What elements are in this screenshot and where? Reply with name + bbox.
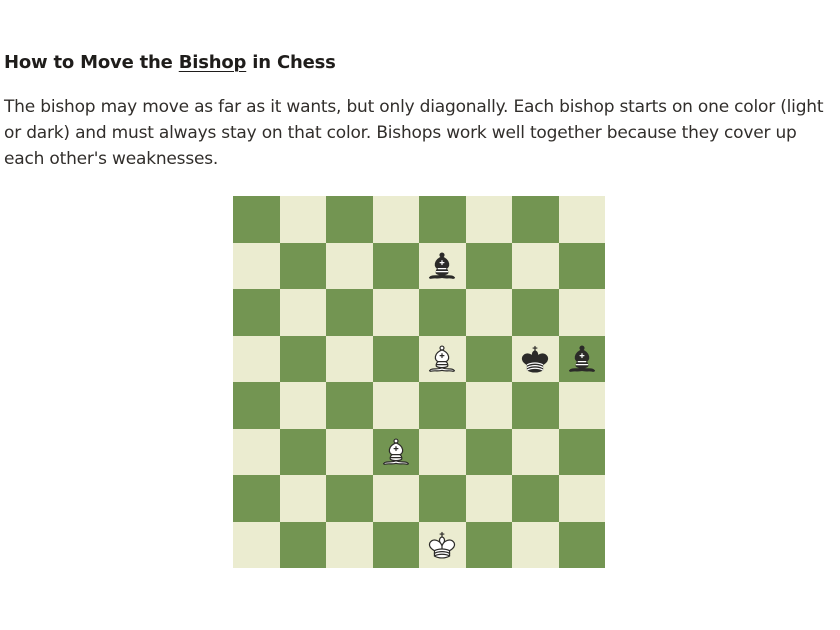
square-e8[interactable] <box>419 196 466 243</box>
square-f1[interactable] <box>465 521 512 568</box>
white-king-icon[interactable] <box>425 528 459 562</box>
square-e7[interactable] <box>419 242 466 289</box>
square-c6[interactable] <box>326 289 373 336</box>
square-g2[interactable] <box>512 475 559 522</box>
square-c7[interactable] <box>326 242 373 289</box>
black-bishop-icon[interactable] <box>425 249 459 283</box>
square-d6[interactable] <box>372 289 419 336</box>
square-c1[interactable] <box>326 521 373 568</box>
square-d5[interactable] <box>372 335 419 382</box>
square-b5[interactable] <box>279 335 326 382</box>
square-f8[interactable] <box>465 196 512 243</box>
square-h6[interactable] <box>558 289 605 336</box>
square-e4[interactable] <box>419 382 466 429</box>
square-f4[interactable] <box>465 382 512 429</box>
title-suffix: in Chess <box>246 52 336 73</box>
square-b3[interactable] <box>279 428 326 475</box>
square-h2[interactable] <box>558 475 605 522</box>
square-d3[interactable] <box>372 428 419 475</box>
square-d4[interactable] <box>372 382 419 429</box>
square-f6[interactable] <box>465 289 512 336</box>
square-h7[interactable] <box>558 242 605 289</box>
square-f3[interactable] <box>465 428 512 475</box>
square-g5[interactable] <box>512 335 559 382</box>
white-bishop-icon[interactable] <box>425 342 459 376</box>
square-e5[interactable] <box>419 335 466 382</box>
square-b1[interactable] <box>279 521 326 568</box>
square-g6[interactable] <box>512 289 559 336</box>
article-paragraph: The bishop may move as far as it wants, … <box>4 97 824 169</box>
square-d7[interactable] <box>372 242 419 289</box>
square-g1[interactable] <box>512 521 559 568</box>
square-h8[interactable] <box>558 196 605 243</box>
square-d1[interactable] <box>372 521 419 568</box>
square-a8[interactable] <box>233 196 280 243</box>
square-h1[interactable] <box>558 521 605 568</box>
square-h3[interactable] <box>558 428 605 475</box>
square-a2[interactable] <box>233 475 280 522</box>
square-h5[interactable] <box>558 335 605 382</box>
square-f7[interactable] <box>465 242 512 289</box>
square-a6[interactable] <box>233 289 280 336</box>
black-king-icon[interactable] <box>518 342 552 376</box>
square-b2[interactable] <box>279 475 326 522</box>
square-b8[interactable] <box>279 196 326 243</box>
square-f2[interactable] <box>465 475 512 522</box>
chess-board <box>233 196 605 568</box>
square-h4[interactable] <box>558 382 605 429</box>
bishop-link[interactable]: Bishop <box>178 52 247 73</box>
square-c4[interactable] <box>326 382 373 429</box>
square-a5[interactable] <box>233 335 280 382</box>
square-a7[interactable] <box>233 242 280 289</box>
square-b4[interactable] <box>279 382 326 429</box>
square-c3[interactable] <box>326 428 373 475</box>
square-e1[interactable] <box>419 521 466 568</box>
square-a4[interactable] <box>233 382 280 429</box>
square-e3[interactable] <box>419 428 466 475</box>
square-d8[interactable] <box>372 196 419 243</box>
square-c5[interactable] <box>326 335 373 382</box>
square-c2[interactable] <box>326 475 373 522</box>
square-g8[interactable] <box>512 196 559 243</box>
title-prefix: How to Move the <box>4 52 179 73</box>
square-a3[interactable] <box>233 428 280 475</box>
square-f5[interactable] <box>465 335 512 382</box>
square-g3[interactable] <box>512 428 559 475</box>
square-d2[interactable] <box>372 475 419 522</box>
square-g4[interactable] <box>512 382 559 429</box>
square-c8[interactable] <box>326 196 373 243</box>
square-b7[interactable] <box>279 242 326 289</box>
square-g7[interactable] <box>512 242 559 289</box>
white-bishop-icon[interactable] <box>379 435 413 469</box>
square-b6[interactable] <box>279 289 326 336</box>
article-title: How to Move the Bishop in Chess <box>4 52 336 73</box>
square-e2[interactable] <box>419 475 466 522</box>
square-e6[interactable] <box>419 289 466 336</box>
black-bishop-icon[interactable] <box>565 342 599 376</box>
square-a1[interactable] <box>233 521 280 568</box>
